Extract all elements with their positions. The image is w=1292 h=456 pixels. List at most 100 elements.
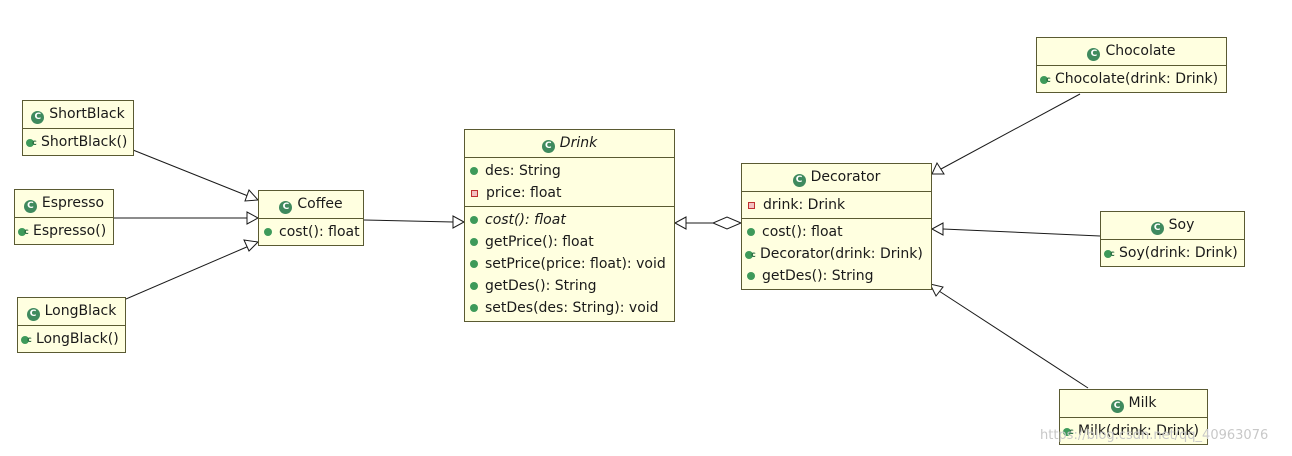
method-label: cost(): float <box>279 224 360 240</box>
method-label: Soy(drink: Drink) <box>1119 245 1238 261</box>
generalization-arrow <box>246 211 260 225</box>
constructor-icon: c <box>1104 247 1116 259</box>
constructor-icon: c <box>18 225 30 237</box>
method-label: cost(): float <box>485 212 566 228</box>
private-marker-icon <box>748 201 755 209</box>
fields-section: drink: Drink <box>742 192 931 219</box>
methods-section: cost(): float <box>259 219 363 245</box>
method-label: setDes(des: String): void <box>485 300 659 316</box>
class-icon: C <box>31 111 45 124</box>
constructor-icon: c <box>1040 73 1052 85</box>
class-header: C Coffee <box>259 191 363 219</box>
class-name: ShortBlack <box>49 106 125 122</box>
class-header: C Milk <box>1060 390 1207 418</box>
class-name: Decorator <box>810 169 881 185</box>
public-marker-icon <box>470 260 478 268</box>
class-icon: C <box>1110 400 1124 413</box>
class-name: Coffee <box>297 196 343 212</box>
class-name: Drink <box>559 135 598 151</box>
class-icon: C <box>23 200 37 213</box>
field-label: des: String <box>485 163 561 179</box>
generalization-arrow <box>244 189 260 202</box>
edge-shortblack-coffee <box>132 149 249 197</box>
fields-section: des: String price: float <box>465 158 674 207</box>
method-label: cost(): float <box>762 224 843 240</box>
class-icon: C <box>1150 222 1164 235</box>
method-label: Espresso() <box>33 223 107 239</box>
constructor-icon: c <box>1063 425 1075 437</box>
method-label: Decorator(drink: Drink) <box>760 246 923 262</box>
edge-longblack-coffee <box>125 245 250 300</box>
generalization-arrow <box>243 239 260 252</box>
method-label: ShortBlack() <box>41 134 128 150</box>
edge-chocolate-decorator <box>940 93 1081 170</box>
constructor-icon: c <box>26 136 38 148</box>
class-name: Espresso <box>41 195 105 211</box>
method-row: cost(): float <box>745 221 928 243</box>
class-name: Milk <box>1128 395 1157 411</box>
edge-milk-decorator <box>938 290 1089 389</box>
public-marker-icon <box>747 228 755 236</box>
edge-soy-decorator <box>942 228 1101 237</box>
class-header: C Chocolate <box>1037 38 1226 66</box>
edge-coffee-drink <box>363 219 454 223</box>
constructor-icon: c <box>745 248 757 260</box>
field-row: des: String <box>468 160 671 182</box>
class-header: C Drink <box>465 130 674 158</box>
method-label: setPrice(price: float): void <box>485 256 666 272</box>
class-drink[interactable]: C Drink des: String price: float cost(): … <box>464 129 675 322</box>
class-header: C ShortBlack <box>23 101 133 129</box>
class-icon: C <box>279 201 293 214</box>
generalization-arrow <box>452 215 466 229</box>
class-icon: C <box>1087 48 1101 61</box>
generalization-arrow <box>931 161 945 175</box>
field-row: price: float <box>468 182 671 204</box>
class-header: C Decorator <box>742 164 931 192</box>
class-icon: C <box>541 140 555 153</box>
class-name: Chocolate <box>1105 43 1176 59</box>
method-row: getPrice(): float <box>468 231 671 253</box>
generalization-arrow <box>930 222 944 236</box>
class-name: Soy <box>1168 217 1195 233</box>
method-label: Milk(drink: Drink) <box>1078 423 1199 439</box>
public-marker-icon <box>470 282 478 290</box>
method-row: getDes(): String <box>468 275 671 297</box>
class-coffee[interactable]: C Coffee cost(): float <box>258 190 364 246</box>
private-marker-icon <box>471 189 478 197</box>
public-marker-icon <box>747 272 755 280</box>
method-label: getPrice(): float <box>485 234 594 250</box>
class-name: LongBlack <box>44 303 117 319</box>
field-label: price: float <box>486 185 562 201</box>
generalization-arrow <box>929 283 944 297</box>
aggregation-diamond <box>711 216 743 230</box>
public-marker-icon <box>470 216 478 224</box>
class-header: C Soy <box>1101 212 1244 240</box>
method-label: LongBlack() <box>36 331 119 347</box>
field-row: drink: Drink <box>745 194 928 216</box>
public-marker-icon <box>470 304 478 312</box>
public-marker-icon <box>470 167 478 175</box>
method-row: cost(): float <box>468 209 671 231</box>
constructor-icon: c <box>21 333 33 345</box>
method-label: Chocolate(drink: Drink) <box>1055 71 1219 87</box>
method-label: getDes(): String <box>762 268 874 284</box>
class-icon: C <box>792 174 806 187</box>
